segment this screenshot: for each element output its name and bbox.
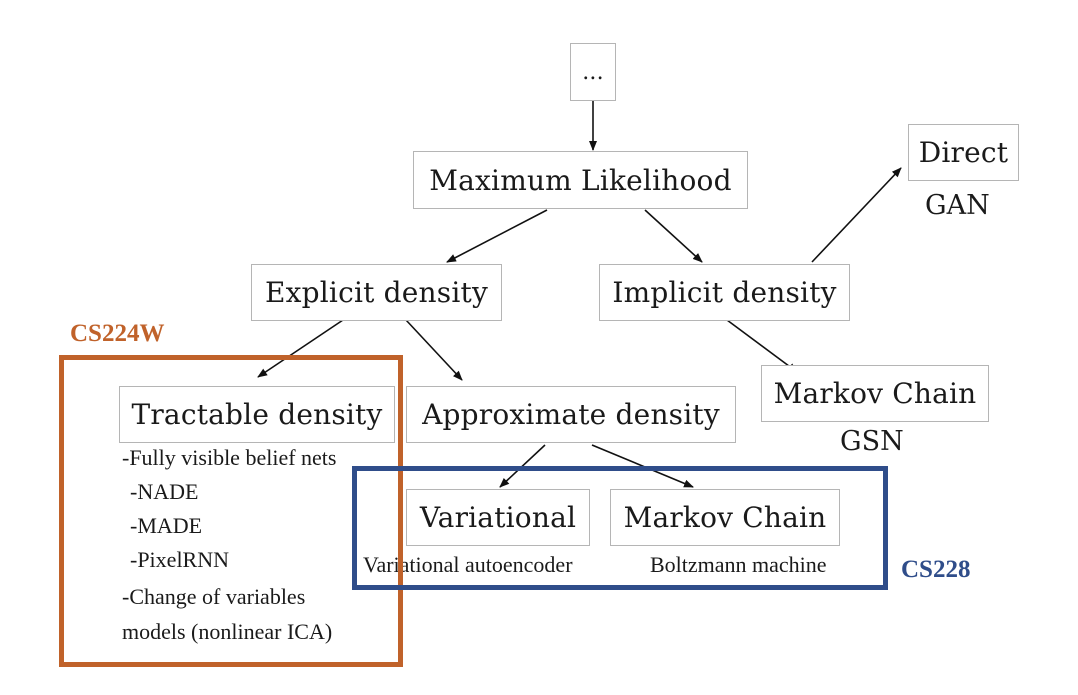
node-implicit-density-label: Implicit density [612,276,837,309]
node-variational: Variational [406,489,590,546]
sublabel-gsn: GSN [840,426,904,457]
tractable-list-item: -MADE [130,513,203,538]
tractable-list-item: -Change of variables [122,584,306,609]
sublabel-variational-autoencoder: Variational autoencoder [363,552,573,577]
tractable-list-item: -PixelRNN [130,547,229,572]
node-markov-chain-implicit: Markov Chain [761,365,989,422]
node-markov-chain-implicit-label: Markov Chain [773,377,977,410]
node-explicit-density: Explicit density [251,264,502,321]
edge-implicit-to-direct [811,167,902,263]
node-explicit-density-label: Explicit density [265,276,488,309]
edge-explicit-to-approximate [405,319,463,381]
node-root-label: ... [582,59,604,85]
node-tractable-density: Tractable density [119,386,395,443]
sublabel-gan: GAN [925,190,990,221]
edge-explicit-to-tractable [257,319,344,378]
node-direct: Direct [908,124,1019,181]
tractable-list-item: -NADE [130,479,199,504]
group-box-cs228 [352,466,888,590]
node-maximum-likelihood: Maximum Likelihood [413,151,748,209]
node-markov-chain-approx-label: Markov Chain [623,501,827,534]
sublabel-boltzmann-machine: Boltzmann machine [650,552,827,577]
edge-max-likelihood-to-implicit [644,209,703,263]
node-approximate-density: Approximate density [406,386,736,443]
node-approximate-density-label: Approximate density [422,398,720,431]
node-tractable-density-label: Tractable density [131,398,383,431]
group-label-cs224w: CS224W [70,320,165,347]
node-root: ... [570,43,616,101]
node-maximum-likelihood-label: Maximum Likelihood [429,163,732,197]
edge-max-likelihood-to-explicit [446,209,548,263]
node-markov-chain-approx: Markov Chain [610,489,840,546]
node-variational-label: Variational [419,501,577,534]
node-direct-label: Direct [918,136,1009,169]
node-implicit-density: Implicit density [599,264,850,321]
group-box-cs224w [59,355,403,667]
tractable-list-item: models (nonlinear ICA) [122,619,333,644]
tractable-list-item: -Fully visible belief nets [122,445,337,470]
edge-implicit-to-markov-chain [726,319,798,373]
group-label-cs228: CS228 [901,556,971,583]
